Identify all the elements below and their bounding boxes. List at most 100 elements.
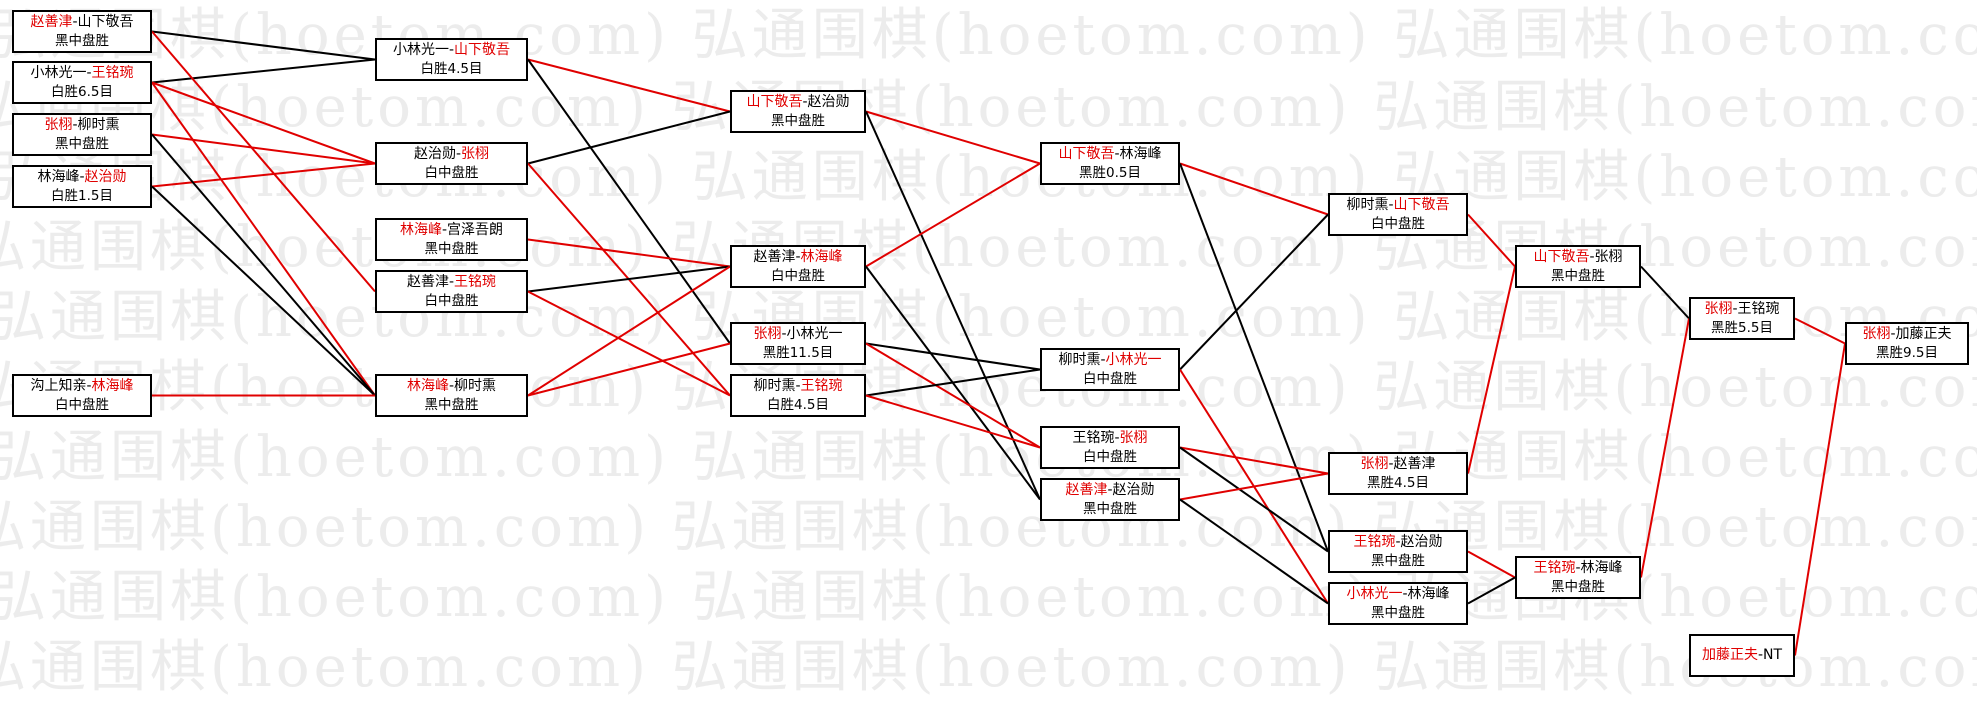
game-box-r3b: 赵善津-林海峰白中盘胜 — [730, 245, 866, 288]
bracket-connector-r1b-r2e — [151, 81, 376, 397]
player-white: 柳时熏 — [77, 116, 120, 133]
bracket-connector-r5a-r6a — [1467, 213, 1516, 268]
player-black: 赵治勋 — [413, 145, 456, 162]
bracket-connector-r1d-r2e — [151, 185, 376, 397]
player-black: 赵善津 — [406, 273, 449, 290]
players-separator: - — [802, 93, 808, 110]
player-white: 张栩 — [461, 145, 490, 162]
bracket-connector-r3c-r4c — [865, 342, 1041, 449]
bracket-connector-r2a-r3a — [527, 58, 731, 113]
game-box-r2e: 林海峰-柳时熏黑中盘胜 — [375, 374, 528, 417]
game-players: 张栩-加藤正夫 — [1862, 325, 1951, 344]
game-players: 赵善津-赵治勋 — [1065, 481, 1154, 500]
game-box-r5d: 小林光一-林海峰黑中盘胜 — [1328, 582, 1468, 625]
bracket-connector-r3d-r4b — [865, 368, 1041, 397]
bracket-connector-r1c-r2e — [151, 133, 376, 397]
game-box-r2d: 赵善津-王铭琬白中盘胜 — [375, 270, 528, 313]
bracket-connector-r6a-r7a — [1640, 265, 1690, 320]
game-players: 张栩-小林光一 — [753, 325, 842, 344]
players-separator: - — [448, 273, 455, 290]
player-black: 张栩 — [44, 116, 73, 133]
game-box-r4b: 柳时熏-小林光一白中盘胜 — [1040, 348, 1180, 391]
player-black: 沟上知亲 — [30, 377, 87, 394]
player-black: 山下敬吾 — [1058, 145, 1115, 162]
players-separator: - — [1395, 533, 1401, 550]
bracket-connector-r1b-r2b — [151, 81, 376, 165]
game-box-r1a: 赵善津-山下敬吾黑中盘胜 — [12, 10, 152, 53]
bracket-connector-r2a-r3c — [527, 58, 731, 345]
player-black: 小林光一 — [1346, 585, 1403, 602]
player-black: 小林光一 — [392, 41, 449, 58]
game-box-r7a: 张栩-王铭琬黑胜5.5目 — [1689, 297, 1795, 340]
bracket-connector-r2e-r3b — [527, 265, 731, 397]
players-separator: - — [441, 221, 448, 238]
player-white: 小林光一 — [786, 325, 843, 342]
game-players: 柳时熏-小林光一 — [1058, 351, 1161, 370]
bracket-connector-r5b-r6a — [1467, 266, 1516, 474]
players-separator: - — [1402, 585, 1408, 602]
bracket-connector-r2e-r3c — [527, 342, 731, 397]
bracket-connector-r7a-r8a — [1794, 317, 1846, 345]
player-black: 加藤正夫 — [1701, 647, 1758, 663]
game-result: 白胜4.5目 — [420, 60, 483, 77]
bracket-connector-r1b-r2a — [151, 58, 376, 84]
game-box-r4d: 赵善津-赵治勋黑中盘胜 — [1040, 478, 1180, 521]
bracket-connector-r6b-r7a — [1640, 318, 1690, 578]
game-result: 白中盘胜 — [1083, 370, 1137, 387]
players-separator: - — [72, 13, 78, 30]
game-result: 白中盘胜 — [55, 396, 109, 413]
player-white: 赵治勋 — [84, 168, 127, 185]
player-black: 小林光一 — [30, 64, 87, 81]
game-players: 加藤正夫-NT — [1702, 646, 1782, 665]
game-result: 黑中盘胜 — [771, 112, 825, 129]
game-result: 黑胜5.5目 — [1711, 319, 1773, 336]
game-result: 黑中盘胜 — [55, 32, 109, 49]
game-players: 赵善津-王铭琬 — [407, 273, 496, 292]
game-box-r1e: 沟上知亲-林海峰白中盘胜 — [12, 374, 152, 417]
player-white: NT — [1763, 647, 1783, 663]
game-box-r3c: 张栩-小林光一黑胜11.5目 — [730, 322, 866, 365]
players-separator: - — [1575, 559, 1581, 576]
players-separator: - — [795, 377, 801, 394]
game-box-r1d: 林海峰-赵治勋白胜1.5目 — [12, 165, 152, 208]
bracket-connector-r1a-r2a — [151, 30, 376, 61]
player-white: 宫泽吾朗 — [447, 221, 504, 238]
bracket-connector-r4c-r5c — [1179, 446, 1329, 553]
game-result: 黑中盘胜 — [1371, 552, 1425, 569]
player-black: 林海峰 — [406, 377, 449, 394]
game-players: 小林光一-王铭琬 — [30, 64, 133, 83]
game-result: 黑中盘胜 — [1551, 267, 1605, 284]
game-box-r3a: 山下敬吾-赵治勋黑中盘胜 — [730, 90, 866, 133]
players-separator: - — [1107, 481, 1113, 498]
game-box-r2a: 小林光一-山下敬吾白胜4.5目 — [375, 38, 528, 81]
game-box-r8a: 张栩-加藤正夫黑胜9.5目 — [1845, 322, 1969, 365]
game-result: 白中盘胜 — [424, 292, 479, 309]
game-players: 山下敬吾-张栩 — [1533, 248, 1622, 267]
game-result: 白中盘胜 — [771, 267, 825, 284]
bracket-connector-r3a-r4a — [865, 110, 1041, 165]
bracket-connector-r2c-r3b — [527, 238, 731, 268]
game-result: 白胜6.5目 — [51, 83, 113, 100]
game-box-r2b: 赵治勋-张栩白中盘胜 — [375, 142, 528, 185]
game-players: 张栩-赵善津 — [1360, 455, 1435, 474]
game-result: 黑中盘胜 — [1551, 578, 1605, 595]
game-box-r4c: 王铭琬-张栩白中盘胜 — [1040, 426, 1180, 469]
player-black: 柳时熏 — [1346, 196, 1389, 213]
player-black: 张栩 — [753, 325, 782, 342]
player-black: 林海峰 — [399, 221, 442, 238]
game-players: 山下敬吾-林海峰 — [1058, 145, 1161, 164]
game-players: 林海峰-赵治勋 — [37, 168, 126, 187]
game-players: 王铭琬-张栩 — [1072, 429, 1147, 448]
player-white: 山下敬吾 — [454, 41, 511, 58]
player-white: 山下敬吾 — [77, 13, 134, 30]
bracket-connector-r3d-r4c — [865, 394, 1041, 449]
bracket-connector-r4a-r5c — [1179, 163, 1329, 552]
player-black: 林海峰 — [37, 168, 80, 185]
player-black: 山下敬吾 — [1533, 248, 1590, 265]
bracket-connector-r5d-r6b — [1467, 576, 1516, 605]
bracket-connector-r7b-r8a — [1794, 343, 1846, 656]
game-box-r3d: 柳时熏-王铭琬白胜4.5目 — [730, 374, 866, 417]
game-box-r5b: 张栩-赵善津黑胜4.5目 — [1328, 452, 1468, 495]
bracket-connector-r2b-r3a — [527, 110, 731, 165]
